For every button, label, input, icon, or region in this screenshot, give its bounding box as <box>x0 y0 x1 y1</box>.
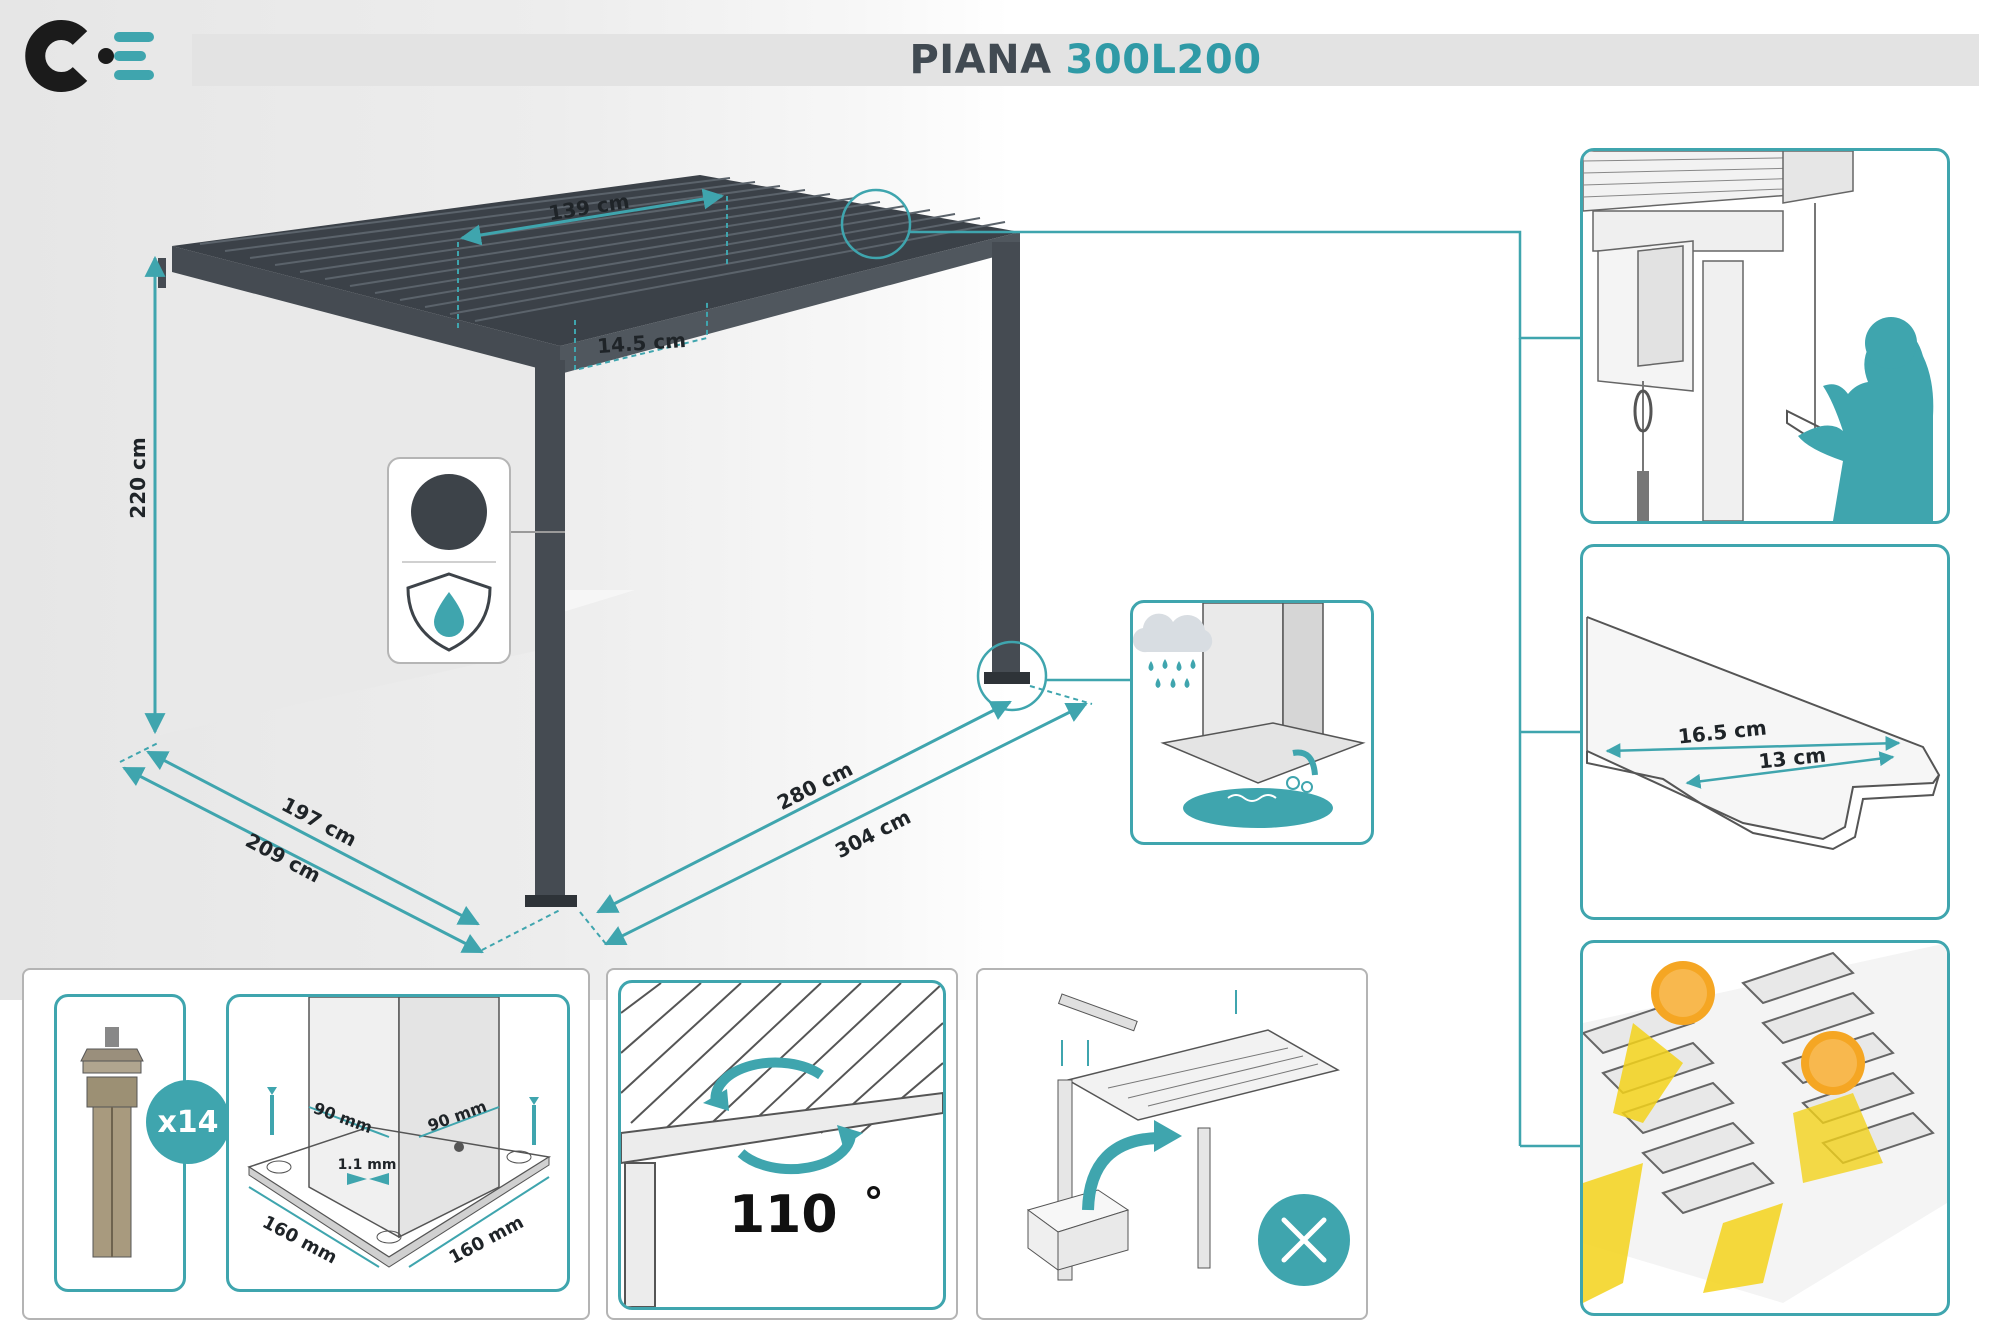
quantity-label: x14 <box>157 1104 219 1140</box>
leader-line-motor <box>910 230 1580 340</box>
front-post <box>535 360 565 900</box>
assembly-panel <box>976 968 1368 1320</box>
crank-illustration <box>1583 151 1934 521</box>
product-model: 300L200 <box>1065 37 1262 83</box>
dim-slat-width: 14.5 cm <box>596 328 686 358</box>
sun-light-illustration <box>1583 943 1947 1303</box>
sun-icon-2 <box>1801 1031 1865 1095</box>
product-name: PIANA <box>909 37 1052 83</box>
rotation-panel: 110 ° <box>618 980 946 1310</box>
slat-profile-illustration: 16.5 cm 13 cm <box>1586 616 1941 851</box>
rain-drainage-icon <box>1133 603 1366 828</box>
crank-panel <box>1580 148 1950 524</box>
dim-slat-length-line <box>459 188 725 246</box>
anchor-bolt-icon <box>80 1027 144 1258</box>
dim-width-lines <box>579 685 1093 946</box>
water-shield-icon <box>406 572 492 652</box>
ce-logo-icon <box>25 20 154 92</box>
posts <box>158 242 1030 907</box>
quantity-badge: x14 <box>146 1080 230 1164</box>
right-post <box>992 242 1020 680</box>
callout-circle-motor <box>840 188 912 260</box>
dim-depth-lines <box>119 741 561 954</box>
dim-width-outer: 304 cm <box>831 805 914 863</box>
degree-symbol: ° <box>863 1180 884 1226</box>
title-bar: PIANA 300L200 <box>192 34 1979 86</box>
callout-circle-base <box>976 640 1048 712</box>
rotation-angle: 110 <box>729 1185 838 1245</box>
sun-light-panel <box>1580 940 1950 1316</box>
rotation-illustration <box>621 983 943 1307</box>
base-thickness: 1.1 mm <box>338 1157 397 1173</box>
sun-icon <box>1651 961 1715 1025</box>
dim-height: 220 cm <box>126 437 150 518</box>
slat-dimension-guides <box>457 196 728 372</box>
base-plate-box: 90 mm 90 mm 1.1 mm 160 mm 160 mm <box>226 994 570 1292</box>
base-plate-illustration: 90 mm 90 mm 1.1 mm 160 mm 160 mm <box>247 997 552 1269</box>
anthracite-color-swatch <box>411 474 487 550</box>
assembly-illustration <box>1026 990 1350 1286</box>
rotation-angle-label: 110 ° <box>729 1180 884 1245</box>
drainage-panel <box>1130 600 1374 845</box>
slat-profile-panel: 16.5 cm 13 cm <box>1580 544 1950 920</box>
